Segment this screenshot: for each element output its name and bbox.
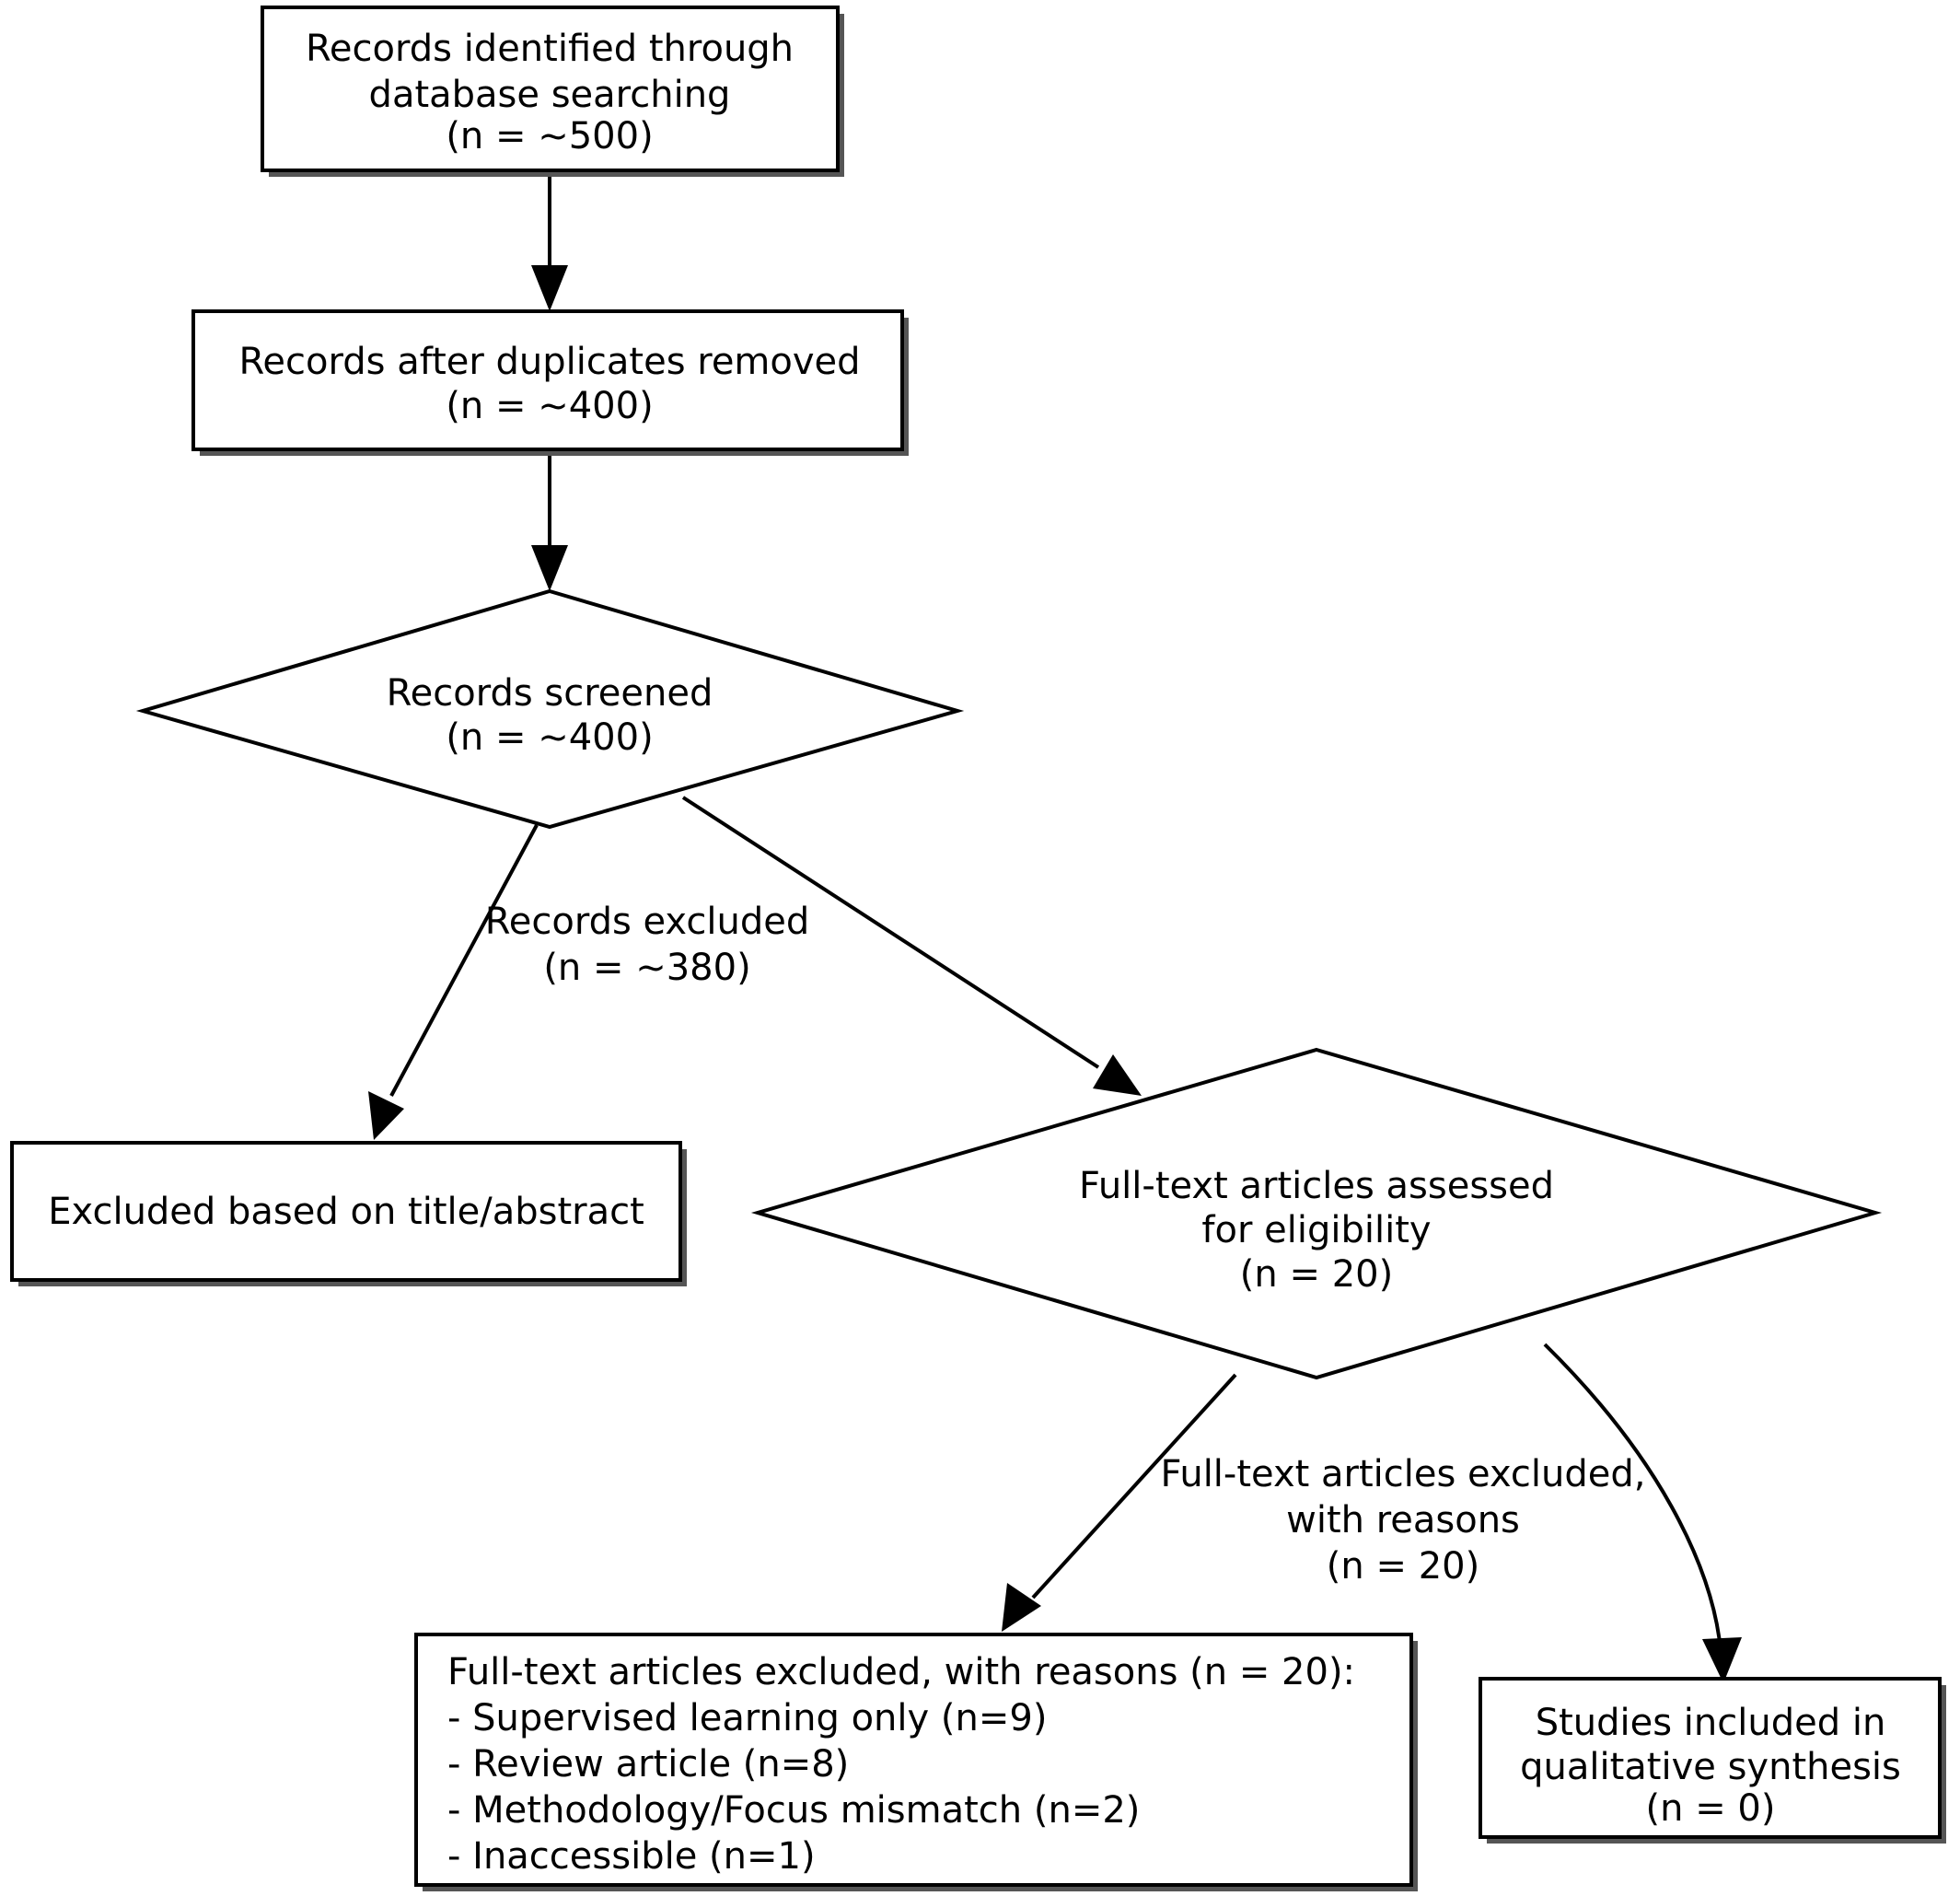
edge-line (1543, 1343, 1722, 1651)
edge-label-fulltext-excluded: Full-text articles excluded, with reason… (1161, 1453, 1646, 1588)
edge-screened-to-fulltext (681, 796, 1142, 1096)
node-excluded-title-abstract[interactable]: Excluded based on title/abstract (10, 1141, 687, 1286)
edge-fulltext-to-excluded-detail (1002, 1373, 1237, 1632)
node-box[interactable] (191, 309, 904, 451)
node-label-line-1: - Supervised learning only (n=9) (447, 1697, 1047, 1739)
node-label-line-1: (n = ~400) (446, 385, 653, 427)
node-label-line-2: (n = 0) (1646, 1787, 1776, 1830)
fulltext-excluded-label-line-0: Full-text articles excluded, (1161, 1453, 1646, 1495)
node-records-identified[interactable]: Records identified through database sear… (261, 6, 844, 177)
node-box[interactable] (414, 1633, 1413, 1887)
node-label-line-2: - Review article (n=8) (447, 1743, 849, 1785)
arrowhead-icon (531, 545, 568, 591)
node-label-line-1: database searching (369, 74, 731, 116)
edge-dedup-to-screened (531, 456, 568, 591)
node-box[interactable] (10, 1141, 682, 1282)
node-label-line-1: for eligibility (1201, 1209, 1431, 1251)
edge-identified-to-dedup (531, 172, 568, 311)
node-label-line-2: (n = 20) (1240, 1253, 1393, 1296)
edge-fulltext-to-included (1543, 1343, 1742, 1683)
node-records-screened[interactable]: Records screened (n = ~400) (135, 588, 965, 830)
arrowhead-icon (1093, 1054, 1142, 1096)
node-fulltext-assessed[interactable]: Full-text articles assessed for eligibil… (750, 1047, 1883, 1380)
node-label-line-3: - Methodology/Focus mismatch (n=2) (447, 1789, 1140, 1832)
node-box[interactable] (1479, 1677, 1942, 1839)
fulltext-excluded-label-line-2: (n = 20) (1327, 1545, 1479, 1588)
edge-label-records-excluded: Records excluded (n = ~380) (485, 901, 809, 989)
node-label-line-4: - Inaccessible (n=1) (447, 1835, 816, 1878)
node-label-line-1: (n = ~400) (446, 716, 653, 759)
edge-line (389, 824, 539, 1097)
node-diamond[interactable] (135, 588, 965, 830)
edge-line (1031, 1373, 1237, 1599)
node-label-line-0: Excluded based on title/abstract (48, 1191, 644, 1233)
arrowhead-icon (1702, 1637, 1742, 1683)
arrowhead-icon (1002, 1583, 1041, 1632)
node-label-line-0: Studies included in (1536, 1702, 1886, 1744)
fulltext-excluded-label-line-1: with reasons (1286, 1499, 1520, 1541)
node-label-line-0: Records after duplicates removed (238, 341, 860, 383)
node-label-line-0: Full-text articles excluded, with reason… (447, 1651, 1355, 1693)
node-records-after-duplicates[interactable]: Records after duplicates removed (n = ~4… (191, 309, 909, 456)
node-label-line-0: Records screened (387, 672, 713, 715)
arrowhead-icon (368, 1091, 404, 1140)
node-fulltext-excluded-detail[interactable]: Full-text articles excluded, with reason… (414, 1633, 1418, 1891)
node-label-line-0: Records identified through (306, 28, 794, 70)
node-box[interactable] (261, 6, 840, 172)
records-excluded-label-line-1: (n = ~380) (543, 947, 750, 989)
arrowhead-icon (531, 265, 568, 311)
records-excluded-label-line-0: Records excluded (485, 901, 809, 943)
edge-screened-to-excluded (368, 824, 539, 1140)
node-label-line-1: qualitative synthesis (1520, 1746, 1901, 1788)
node-label-line-2: (n = ~500) (446, 115, 653, 157)
node-label-line-0: Full-text articles assessed (1079, 1165, 1554, 1207)
node-diamond[interactable] (750, 1047, 1883, 1380)
node-studies-included[interactable]: Studies included in qualitative synthesi… (1479, 1677, 1946, 1844)
edge-line (681, 796, 1100, 1069)
